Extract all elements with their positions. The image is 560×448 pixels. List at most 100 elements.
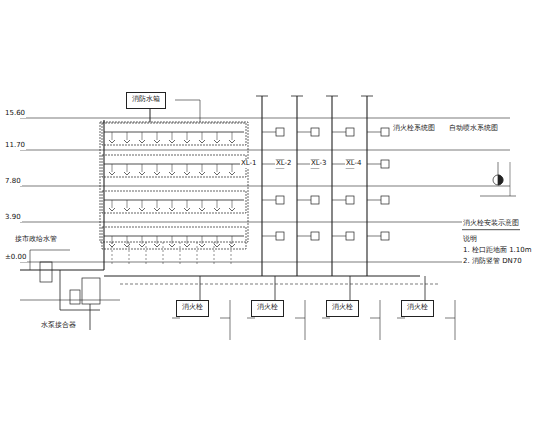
pipe-line — [104, 200, 244, 201]
pipe-line — [297, 164, 311, 165]
sprinkler-head — [214, 244, 220, 247]
pipe-line — [322, 318, 330, 319]
hydrant-box: 消火栓 — [326, 300, 359, 317]
sprinkler-head — [109, 140, 115, 143]
pipe-line — [175, 100, 200, 101]
pipe-line — [230, 300, 231, 340]
sprinkler-head — [214, 172, 220, 175]
sprinkler-head — [154, 172, 160, 175]
elevation-label: 11.70 — [4, 142, 26, 150]
note-text: 1. 栓口距地面 1.10m — [462, 247, 533, 255]
pipe-line — [262, 164, 276, 165]
riser-label: XL-2 — [275, 160, 293, 168]
pipe-line — [326, 96, 338, 97]
pipe-line — [498, 162, 499, 175]
note-text: 消火栓安装示意图 — [462, 220, 520, 228]
sprinkler-head — [199, 208, 205, 211]
outline — [346, 196, 354, 204]
sprinkler-head — [139, 172, 145, 175]
sprinkler-head — [184, 140, 190, 143]
sprinkler-head — [229, 208, 235, 211]
pipe-line — [142, 132, 143, 140]
pipe-line — [297, 236, 311, 237]
pipe-line — [127, 164, 128, 172]
sprinkler-head — [184, 172, 190, 175]
node-text: 消火栓 — [180, 303, 205, 311]
outline — [70, 290, 80, 304]
outline — [102, 191, 246, 213]
outline — [102, 155, 246, 177]
sprinkler-head — [214, 140, 220, 143]
sprinkler-head — [184, 208, 190, 211]
pipe-line — [157, 164, 158, 172]
pipe-line — [397, 318, 405, 319]
sprinkler-head — [199, 172, 205, 175]
sprinkler-head — [124, 208, 130, 211]
sprinkler-head — [229, 140, 235, 143]
outline — [381, 196, 389, 204]
pipe-line — [127, 236, 128, 244]
pipe-line — [20, 186, 510, 187]
pipe-line — [187, 236, 188, 244]
note-text: 说明 — [462, 236, 478, 244]
pipe-line — [331, 96, 332, 276]
sprinkler-head — [124, 172, 130, 175]
pipe-line — [127, 200, 128, 208]
pipe-line — [214, 242, 215, 266]
pipe-line — [90, 304, 91, 330]
pipe-line — [261, 96, 262, 276]
pipe-line — [172, 236, 173, 244]
pipe-line — [380, 300, 381, 340]
pipe-line — [187, 132, 188, 140]
pipe-line — [217, 164, 218, 172]
sprinkler-head — [199, 244, 205, 247]
pipe-line — [232, 236, 233, 244]
pipe-line — [172, 200, 173, 208]
pipe-line — [367, 200, 381, 201]
sprinkler-head — [229, 172, 235, 175]
pipe-line — [350, 276, 351, 300]
pipe-line — [296, 96, 297, 276]
pipe-line — [20, 222, 510, 223]
pipe-line — [332, 200, 346, 201]
outline — [381, 232, 389, 240]
elevation-label: 7.80 — [4, 178, 22, 186]
pipe-line — [127, 132, 128, 140]
note-text: 消火栓系统图 — [392, 125, 436, 133]
riser-label: XL-3 — [310, 160, 328, 168]
elevation-label: ±0.00 — [4, 254, 27, 262]
pipe-line — [366, 96, 367, 276]
pipe-line — [104, 132, 244, 133]
sprinkler-head — [214, 208, 220, 211]
sprinkler-head — [139, 208, 145, 211]
pipe-line — [305, 300, 306, 340]
outline — [311, 196, 319, 204]
outline — [82, 278, 100, 304]
hydrant-box: 消火栓 — [251, 300, 284, 317]
outline — [346, 128, 354, 136]
pipe-line — [510, 162, 511, 196]
pipe-line — [172, 132, 173, 140]
outline — [102, 123, 246, 145]
pipe-line — [112, 242, 113, 266]
pipe-line — [202, 132, 203, 140]
outline — [346, 232, 354, 240]
pipe-line — [367, 132, 381, 133]
pipe-line — [367, 236, 381, 237]
node-text: 消火栓 — [255, 303, 280, 311]
pipe-line — [425, 276, 426, 300]
pipe-line — [232, 132, 233, 140]
sprinkler-head — [169, 208, 175, 211]
sprinkler-head — [169, 140, 175, 143]
pipe-line — [291, 96, 303, 97]
note-text: 2. 消防竖管 DN70 — [462, 258, 523, 266]
pipe-line — [217, 132, 218, 140]
sprinkler-head — [154, 208, 160, 211]
outline — [311, 128, 319, 136]
pipe-line — [361, 96, 373, 97]
pipe-line — [120, 284, 440, 285]
pipe-line — [112, 200, 113, 208]
pipe-line — [445, 318, 455, 319]
outline — [381, 128, 389, 136]
